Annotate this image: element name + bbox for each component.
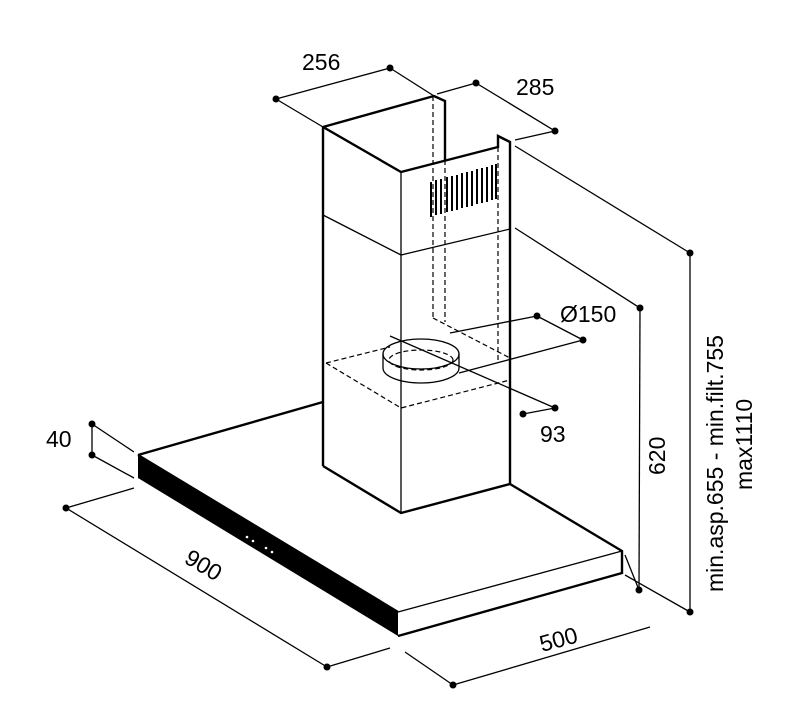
control-button-icon: [270, 550, 274, 554]
outlet-ring: [382, 338, 460, 384]
chimney-width-label: 256: [302, 49, 340, 75]
outlet-diameter-label: Ø150: [560, 301, 616, 327]
hood-width-label: 900: [180, 544, 226, 586]
vent-grille-icon: [430, 164, 497, 217]
control-button-icon: [251, 539, 255, 543]
total-height-label-line1: min.asp.655 - min.filt.755: [702, 335, 728, 592]
total-height-label-line2: max1110: [731, 399, 757, 490]
hood-canopy: [137, 400, 624, 638]
chimney: [321, 94, 512, 515]
dimension-lines: [62, 64, 694, 689]
hood-depth-label: 500: [537, 622, 581, 657]
hood-thickness-label: 40: [46, 426, 72, 452]
hood-front-face: [138, 455, 398, 636]
outlet-offset-label: 93: [540, 421, 566, 447]
control-button-icon: [245, 535, 249, 539]
chimney-depth-label: 285: [516, 74, 554, 100]
control-button-icon: [264, 546, 268, 550]
chimney-height-label: 620: [644, 437, 670, 475]
